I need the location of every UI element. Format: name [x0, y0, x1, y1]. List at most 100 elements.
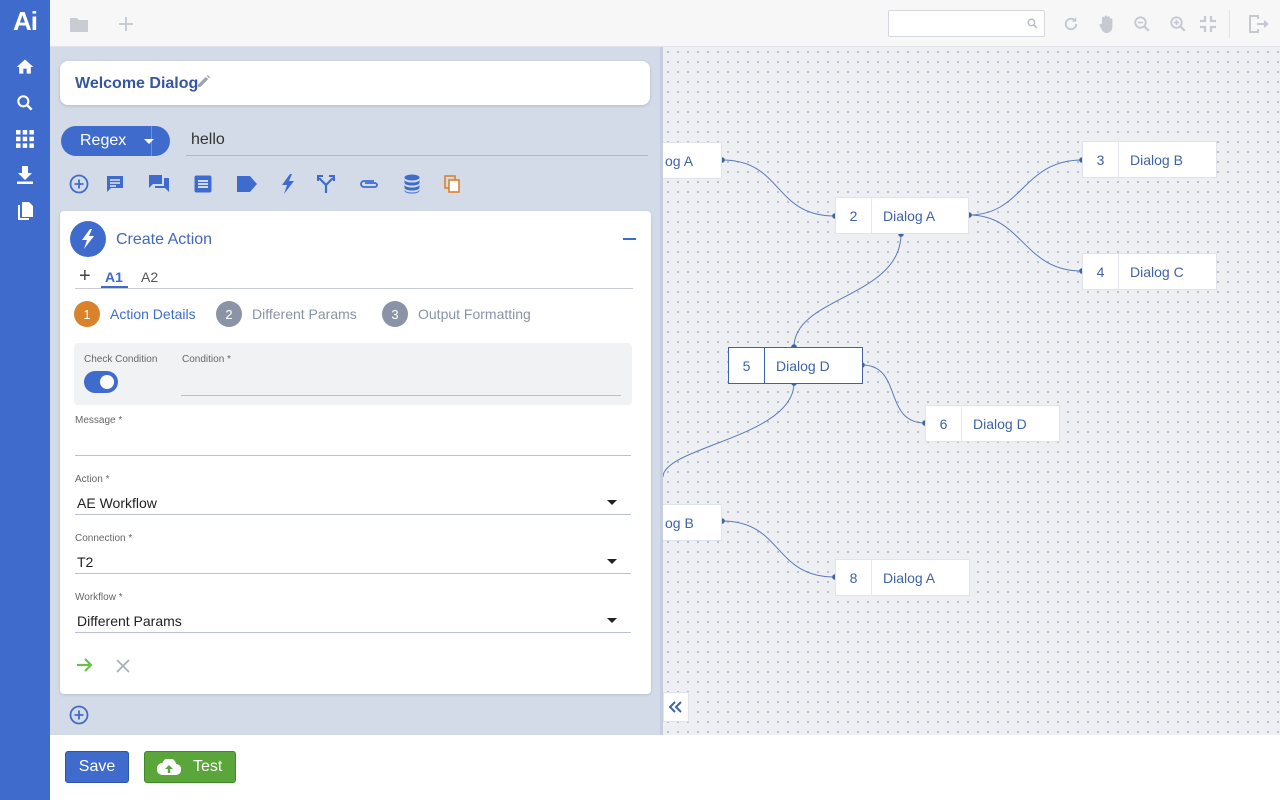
canvas-search [888, 10, 1045, 37]
attachment-icon[interactable] [358, 172, 380, 196]
step-output-formatting[interactable]: 3 Output Formatting [382, 301, 531, 327]
node-number: 8 [849, 569, 858, 586]
database-icon[interactable] [401, 172, 423, 196]
check-condition-toggle[interactable] [84, 371, 118, 393]
chat-icon[interactable] [148, 172, 170, 196]
add-icon[interactable] [114, 12, 138, 36]
condition-underline [181, 395, 621, 396]
flow-node[interactable]: 3 Dialog B [1082, 141, 1217, 178]
step-number: 1 [74, 301, 100, 327]
step-action-details[interactable]: 1 Action Details [74, 301, 196, 327]
action-select[interactable]: Action * AE Workflow [75, 474, 631, 520]
node-number: 2 [849, 207, 858, 224]
list-icon[interactable] [192, 172, 214, 196]
action-bolt-icon[interactable] [277, 172, 299, 196]
condition-input[interactable] [182, 373, 622, 393]
flow-node[interactable]: 6 Dialog D [925, 405, 1060, 442]
field-underline [75, 632, 631, 633]
footer-bar: Save Test [50, 735, 1280, 800]
toolbar-divider [1229, 10, 1230, 38]
node-number: 5 [742, 357, 751, 374]
node-label: og B [665, 515, 694, 531]
folder-icon[interactable] [67, 12, 91, 36]
export-icon[interactable] [1247, 12, 1271, 36]
branch-icon[interactable] [315, 172, 337, 196]
node-separator [1118, 142, 1119, 177]
flow-node[interactable]: 2 Dialog A [835, 197, 969, 234]
step-label: Different Params [252, 306, 357, 322]
node-number: 6 [939, 415, 948, 432]
search-icon[interactable] [13, 91, 37, 115]
test-button[interactable]: Test [144, 751, 236, 783]
chevron-down-icon [607, 500, 617, 505]
label-icon[interactable] [236, 172, 258, 196]
chevron-down-icon [144, 139, 154, 144]
cancel-x-icon[interactable] [116, 659, 130, 678]
flow-canvas[interactable]: og A 2 Dialog A 3 Dialog B 4 Dialog C 5 … [663, 47, 1280, 735]
message-label: Message * [75, 415, 123, 426]
home-icon[interactable] [13, 55, 37, 79]
add-circle-icon[interactable] [68, 172, 90, 196]
zoom-out-icon[interactable] [1130, 12, 1154, 36]
add-action-icon[interactable] [69, 705, 89, 730]
confirm-arrow-icon[interactable] [76, 657, 94, 678]
copy-icon[interactable] [13, 199, 37, 223]
matcher-type-dropdown[interactable]: Regex [61, 126, 170, 156]
duplicate-icon[interactable] [441, 172, 463, 196]
edit-pencil-icon[interactable] [196, 74, 211, 94]
connection-value: T2 [77, 554, 94, 570]
pan-hand-icon[interactable] [1095, 12, 1119, 36]
refresh-icon[interactable] [1059, 12, 1083, 36]
collapse-minus-icon[interactable] [623, 238, 636, 240]
tab-a1[interactable]: A1 [105, 269, 123, 285]
search-icon [1026, 17, 1039, 35]
download-icon[interactable] [13, 163, 37, 187]
save-button[interactable]: Save [65, 751, 129, 783]
flow-node[interactable]: og B [663, 504, 722, 541]
action-value: AE Workflow [77, 495, 157, 511]
flow-node[interactable]: 4 Dialog C [1082, 253, 1217, 290]
node-label: Dialog A [883, 570, 936, 586]
collapse-panel-button[interactable] [663, 692, 689, 722]
app-logo: Ai [13, 6, 38, 36]
add-tab-button[interactable]: + [79, 265, 91, 287]
field-underline [75, 573, 631, 574]
step-number: 2 [216, 301, 242, 327]
flow-node[interactable]: og A [663, 142, 722, 179]
connection-label: Connection * [75, 533, 133, 544]
fit-screen-icon[interactable] [1196, 12, 1220, 36]
node-label: Dialog D [973, 416, 1027, 432]
flow-node[interactable]: 8 Dialog A [835, 559, 970, 596]
condition-label: Condition * [182, 354, 231, 365]
top-toolbar [50, 0, 1280, 47]
pattern-input[interactable]: hello [186, 126, 648, 156]
tab-a2[interactable]: A2 [141, 269, 159, 285]
test-label: Test [193, 758, 223, 775]
apps-grid-icon[interactable] [13, 127, 37, 151]
chevron-down-icon [607, 618, 617, 623]
zoom-in-icon[interactable] [1166, 12, 1190, 36]
search-input[interactable] [889, 11, 1019, 36]
card-title: Create Action [116, 231, 213, 248]
left-rail: Ai [0, 0, 50, 800]
step-different-params[interactable]: 2 Different Params [216, 301, 357, 327]
cloud-upload-icon [157, 759, 181, 775]
node-separator [871, 198, 872, 233]
node-number: 3 [1096, 151, 1105, 168]
node-separator [961, 406, 962, 441]
node-label: Dialog A [883, 208, 936, 224]
dialog-editor-panel: Welcome Dialog Regex hello [50, 47, 660, 735]
flow-node-selected[interactable]: 5 Dialog D [728, 347, 863, 384]
action-label: Action * [75, 474, 110, 485]
field-underline [75, 455, 631, 456]
connection-select[interactable]: Connection * T2 [75, 533, 631, 579]
workflow-select[interactable]: Workflow * Different Params [75, 592, 631, 638]
chevron-down-icon [607, 559, 617, 564]
node-separator [764, 348, 765, 383]
message-icon[interactable] [104, 172, 126, 196]
double-chevron-left-icon [669, 701, 682, 713]
message-field[interactable]: Message * [75, 415, 631, 461]
step-number: 3 [382, 301, 408, 327]
dialog-title-card: Welcome Dialog [60, 61, 650, 105]
dropdown-divider [151, 126, 152, 156]
